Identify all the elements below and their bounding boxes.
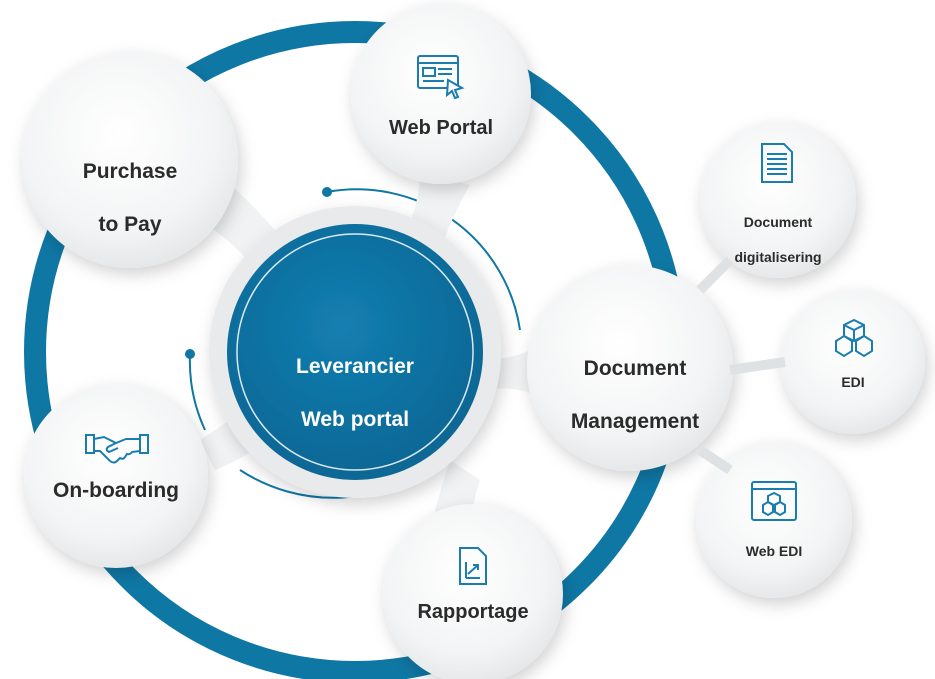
document-icon bbox=[761, 143, 793, 183]
node-web-portal bbox=[351, 4, 531, 184]
web-portal-label: Web Portal bbox=[388, 117, 494, 139]
center-title-line1: Leverancier bbox=[296, 355, 414, 379]
web-browser-cursor-icon bbox=[417, 55, 465, 100]
browser-cubes-icon bbox=[751, 481, 797, 521]
cubes-icon bbox=[835, 318, 873, 358]
arc-dot-top bbox=[322, 187, 332, 197]
node-edi bbox=[781, 290, 925, 434]
node-document-management bbox=[527, 265, 733, 471]
report-chart-icon bbox=[459, 547, 487, 585]
node-rapportage bbox=[383, 504, 563, 679]
web-edi-label: Web EDI bbox=[745, 543, 803, 559]
document-management-label: Document Management bbox=[555, 330, 715, 461]
purchase-to-pay-line2: to Pay bbox=[98, 212, 162, 236]
center-node bbox=[209, 206, 501, 498]
rapportage-label: Rapportage bbox=[417, 601, 529, 623]
center-title-line2: Web portal bbox=[300, 407, 410, 431]
node-on-boarding bbox=[24, 384, 208, 568]
handshake-icon bbox=[85, 434, 149, 464]
arc-dot-left bbox=[185, 349, 195, 359]
inner-arc-top bbox=[326, 188, 521, 331]
node-purchase-to-pay bbox=[22, 52, 238, 268]
document-management-line1: Document bbox=[583, 357, 687, 381]
edi-label: EDI bbox=[841, 374, 865, 390]
inner-arc-left bbox=[188, 353, 206, 431]
purchase-to-pay-label: Purchase to Pay bbox=[50, 133, 210, 264]
on-boarding-label: On-boarding bbox=[53, 479, 179, 502]
satellite-links bbox=[696, 256, 786, 475]
document-digitalisering-line1: Document bbox=[743, 213, 813, 230]
document-digitalisering-label: Document digitalisering bbox=[708, 196, 848, 284]
document-management-line2: Management bbox=[570, 409, 700, 433]
center-title: Leverancier Web portal bbox=[255, 328, 455, 459]
document-digitalisering-line2: digitalisering bbox=[734, 248, 822, 265]
purchase-to-pay-line1: Purchase bbox=[82, 160, 178, 184]
node-document-digitalisering bbox=[700, 122, 856, 278]
